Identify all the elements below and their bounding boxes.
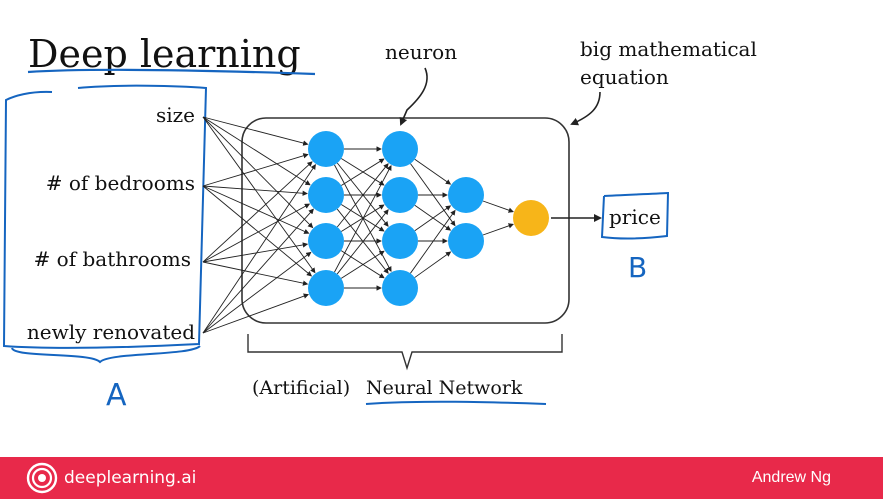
input-bottom-brace-ink	[11, 345, 201, 364]
input-connection	[202, 116, 309, 146]
layer-connection	[336, 209, 389, 275]
layer-connection	[482, 223, 514, 236]
input-letter: A	[106, 378, 127, 413]
hidden-neuron	[308, 131, 344, 167]
input-connection	[202, 185, 313, 277]
hidden-neuron	[382, 270, 418, 306]
equation-annotation-line1: big mathematical	[580, 37, 757, 61]
footer-author: Andrew Ng	[751, 469, 831, 486]
output-letter: B	[628, 251, 647, 284]
input-connection	[202, 116, 316, 274]
input-label-bedrooms: # of bedrooms	[46, 171, 195, 195]
hidden-neuron	[382, 223, 418, 259]
layer-connection	[340, 250, 385, 279]
neuron-annotation: neuron	[385, 40, 457, 64]
hidden-neuron	[308, 223, 344, 259]
layer-connection	[414, 205, 452, 232]
network-connections	[202, 116, 514, 334]
slide-title: Deep learning	[28, 32, 301, 76]
layer-connection	[414, 158, 452, 185]
hidden-neuron	[448, 177, 484, 213]
input-connection	[202, 116, 314, 229]
input-connection	[202, 208, 314, 334]
layer-connection	[414, 204, 452, 231]
input-label-bathrooms: # of bathrooms	[34, 247, 191, 271]
deeplearning-logo-icon	[26, 462, 58, 494]
input-connection	[202, 242, 309, 263]
footer-bar: deeplearning.ai Andrew Ng	[0, 457, 883, 499]
layer-connection	[341, 158, 385, 186]
hidden-neuron	[448, 223, 484, 259]
layer-connection	[341, 204, 385, 232]
hidden-neuron	[382, 177, 418, 213]
layer-connection	[340, 250, 385, 279]
output-neuron	[513, 200, 549, 236]
input-connection	[202, 203, 311, 263]
output-label: price	[609, 205, 661, 229]
network-underline-ink	[365, 400, 547, 405]
network-brace	[247, 334, 563, 371]
layer-connection	[410, 209, 456, 274]
input-connection	[202, 153, 309, 187]
input-connection	[202, 164, 316, 334]
equation-annotation-line2: equation	[580, 65, 669, 89]
input-connection	[202, 293, 310, 334]
input-connection	[202, 185, 308, 196]
layer-connection	[336, 163, 389, 228]
input-connection	[202, 116, 311, 186]
input-label-size: size	[156, 103, 195, 127]
input-connection	[202, 251, 312, 334]
layer-connection	[482, 200, 514, 213]
input-connection	[202, 261, 309, 286]
hidden-neuron	[382, 131, 418, 167]
input-label-renovated: newly renovated	[27, 320, 195, 344]
output-box-ink	[600, 191, 670, 240]
layer-connection	[414, 251, 452, 278]
layer-connection	[334, 164, 392, 273]
network-neurons	[308, 131, 549, 306]
input-connection	[202, 185, 310, 234]
network-name-label: Neural Network	[366, 377, 523, 399]
input-connection	[202, 161, 313, 263]
network-prefix-label: (Artificial)	[252, 377, 350, 399]
equation-pointer	[570, 91, 601, 126]
hidden-neuron	[308, 270, 344, 306]
title-underline-ink	[27, 68, 316, 76]
input-box-ink	[2, 84, 208, 349]
neuron-pointer	[399, 67, 428, 126]
footer-brand: deeplearning.ai	[64, 468, 197, 488]
hidden-neuron	[308, 177, 344, 213]
